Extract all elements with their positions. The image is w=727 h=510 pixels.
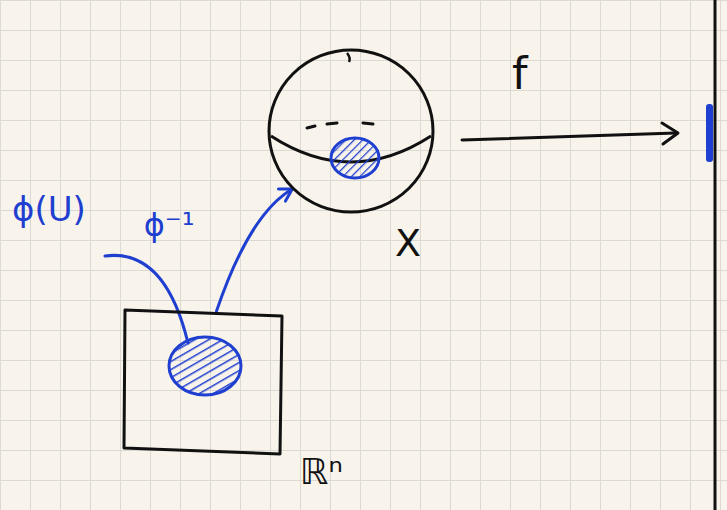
set-label: ϕ(U) [12,192,86,226]
target-line [714,0,717,510]
shape-outline [122,308,285,455]
euclidean-box: ℝⁿ [122,308,285,455]
map-label: f [512,52,528,96]
arrow-head [662,123,678,144]
map-label: ϕ⁻¹ [144,209,195,241]
image-mark [706,104,713,162]
chart-map-arrow [217,189,293,311]
map-arrow [462,133,676,140]
space-label: X [395,224,421,262]
space-label: ℝⁿ [300,454,343,490]
sphere-node: X [267,48,435,214]
shape-outline [267,48,435,214]
leader-line [105,255,188,343]
